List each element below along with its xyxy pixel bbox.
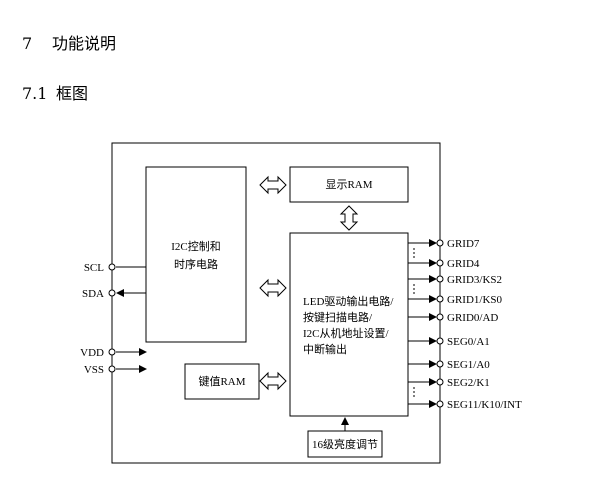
pin-label-seg11-k10-int: SEG11/K10/INT bbox=[447, 399, 522, 411]
left-pin-scl: SCL bbox=[84, 262, 146, 274]
i2c-control-label-line1: I2C控制和 bbox=[171, 239, 221, 253]
pin-label-seg0-a1: SEG0/A1 bbox=[447, 336, 490, 348]
pin-label-grid4: GRID4 bbox=[447, 258, 480, 270]
i2c-led-driver-double-arrow bbox=[259, 278, 287, 298]
chip-outline bbox=[111, 142, 441, 464]
right-pin-grid1-ks0: GRID1/KS0 bbox=[408, 294, 503, 306]
section-number: 7 bbox=[22, 34, 33, 53]
subsection-title: 框图 bbox=[56, 84, 89, 103]
key-ram-block bbox=[184, 363, 260, 400]
pin-label-sda: SDA bbox=[82, 288, 104, 300]
pin-label-grid3-ks2: GRID3/KS2 bbox=[447, 274, 502, 286]
pin-label-vss: VSS bbox=[84, 364, 104, 376]
display-ram-block bbox=[289, 166, 409, 203]
left-pin-sda: SDA bbox=[82, 288, 146, 300]
pin-label-seg2-k1: SEG2/K1 bbox=[447, 377, 490, 389]
key-ram-label: 键值RAM bbox=[198, 374, 245, 388]
brightness-block bbox=[307, 430, 383, 458]
section-heading: 7 功能说明 bbox=[22, 30, 116, 54]
pin-label-seg1-a0: SEG1/A0 bbox=[447, 359, 490, 371]
i2c-display-ram-double-arrow bbox=[259, 175, 287, 195]
pin-label-scl: SCL bbox=[84, 262, 104, 274]
right-pin-seg1-a0: SEG1/A0 bbox=[408, 359, 490, 371]
right-pin-seg11-k10-int: SEG11/K10/INT bbox=[408, 399, 522, 411]
subsection-heading: 7.1 框图 bbox=[22, 80, 88, 104]
subsection-number: 7.1 bbox=[22, 84, 48, 103]
right-pin-grid7: GRID7 bbox=[408, 238, 480, 250]
right-pin-seg0-a1: SEG0/A1 bbox=[408, 336, 490, 348]
left-pin-vdd: VDD bbox=[80, 347, 147, 359]
led-driver-label-line4: 中断输出 bbox=[303, 342, 347, 356]
i2c-control-label-line2: 时序电路 bbox=[174, 257, 218, 271]
pin-label-grid1-ks0: GRID1/KS0 bbox=[447, 294, 503, 306]
left-pin-vss: VSS bbox=[84, 364, 147, 376]
right-pin-grid4: GRID4 bbox=[408, 258, 480, 270]
led-driver-label-line3: I2C从机地址设置/ bbox=[303, 326, 389, 340]
brightness-label: 16级亮度调节 bbox=[312, 437, 378, 451]
pin-label-grid0-ad: GRID0/AD bbox=[447, 312, 498, 324]
right-pin-seg2-k1: SEG2/K1 bbox=[408, 377, 490, 389]
display-ram-label: 显示RAM bbox=[325, 178, 372, 191]
display-ram-led-driver-double-arrow bbox=[339, 205, 359, 231]
right-pin-grid3-ks2: GRID3/KS2 bbox=[408, 274, 502, 286]
pin-label-vdd: VDD bbox=[80, 347, 104, 359]
led-driver-label-line2: 按键扫描电路/ bbox=[303, 310, 373, 324]
i2c-control-block bbox=[145, 166, 247, 343]
section-title: 功能说明 bbox=[52, 34, 117, 53]
led-driver-block bbox=[289, 232, 409, 417]
key-ram-led-driver-double-arrow bbox=[259, 371, 287, 391]
led-driver-label-line1: LED驱动输出电路/ bbox=[303, 294, 394, 308]
pin-label-grid7: GRID7 bbox=[447, 238, 480, 250]
right-pin-grid0-ad: GRID0/AD bbox=[408, 312, 498, 324]
